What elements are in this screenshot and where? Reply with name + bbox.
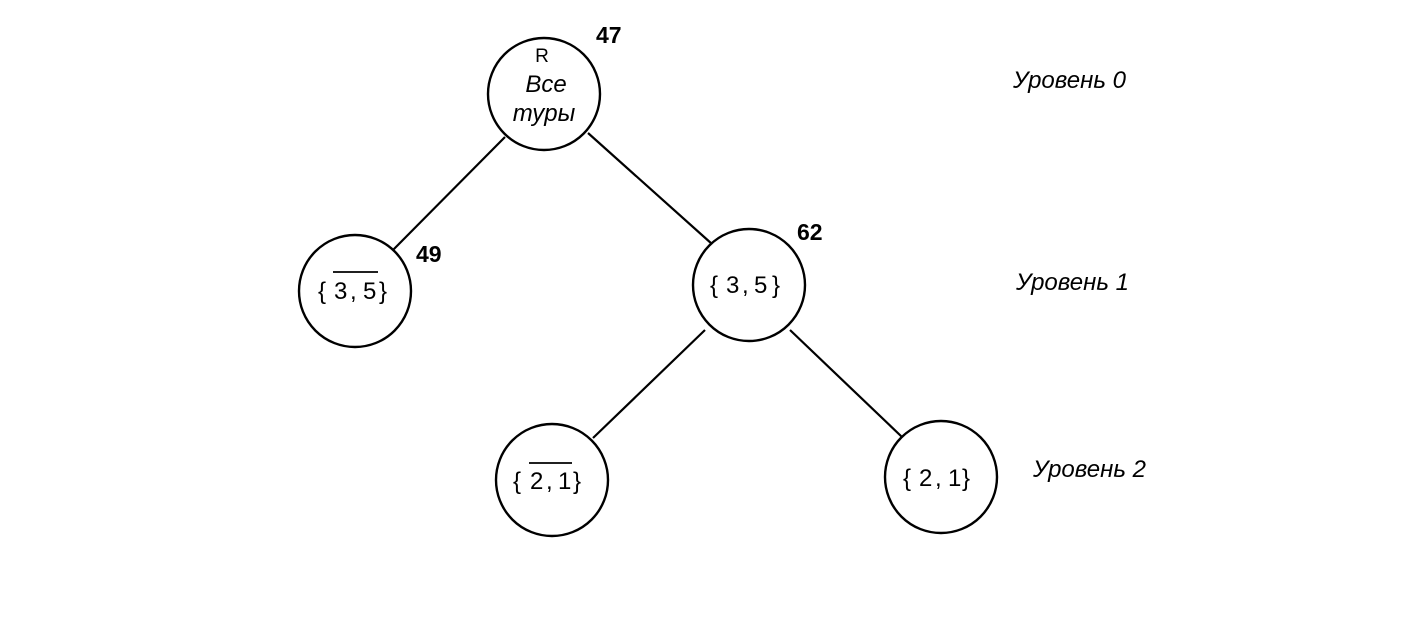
right-child-second: 5 — [754, 272, 767, 299]
edge-root-right — [587, 132, 713, 245]
grand-left-second: 1 — [558, 468, 571, 495]
edge-right-grandright — [789, 329, 903, 438]
level-2-label: Уровень 2 — [1032, 456, 1146, 483]
root-node: R Все туры — [486, 36, 602, 152]
left-child-cost: 49 — [416, 241, 442, 267]
left-child-node: { 3 , 5 } — [297, 233, 413, 349]
edge-root-left — [389, 136, 506, 254]
grand-left-node: { 2 , 1 } — [494, 422, 610, 538]
left-child-first: 3 — [334, 278, 347, 305]
grand-right-first: 2 — [919, 465, 932, 492]
grand-right-close-brace: } — [962, 465, 970, 492]
grand-right-node: { 2 , 1 } — [883, 419, 999, 535]
level-0-label: Уровень 0 — [1012, 67, 1127, 94]
root-node-label-line2: туры — [513, 100, 576, 127]
level-1-label: Уровень 1 — [1015, 269, 1129, 296]
left-child-close-brace: } — [379, 278, 387, 305]
right-child-close-brace: } — [772, 272, 780, 299]
right-child-sep: , — [742, 272, 749, 299]
grand-left-open-brace: { — [513, 468, 521, 495]
left-child-open-brace: { — [318, 278, 326, 305]
right-child-first: 3 — [726, 272, 739, 299]
grand-left-first: 2 — [530, 468, 543, 495]
grand-left-node-circle — [494, 422, 610, 538]
grand-right-second: 1 — [948, 465, 961, 492]
grand-left-close-brace: } — [573, 468, 581, 495]
root-node-cost: 47 — [596, 22, 622, 48]
left-child-second: 5 — [363, 278, 376, 305]
left-child-sep: , — [350, 278, 357, 305]
grand-right-node-circle — [883, 419, 999, 535]
root-node-label-line1: Все — [525, 71, 566, 98]
right-child-cost: 62 — [797, 219, 823, 245]
right-child-open-brace: { — [710, 272, 718, 299]
root-node-circle — [486, 36, 602, 152]
root-node-letter: R — [535, 46, 549, 67]
right-child-node-circle — [691, 227, 807, 343]
grand-right-open-brace: { — [903, 465, 911, 492]
grand-left-sep: , — [546, 468, 553, 495]
grand-right-sep: , — [935, 465, 942, 492]
right-child-node: { 3 , 5 } — [691, 227, 807, 343]
left-child-node-circle — [297, 233, 413, 349]
edge-right-grandleft — [592, 329, 706, 439]
